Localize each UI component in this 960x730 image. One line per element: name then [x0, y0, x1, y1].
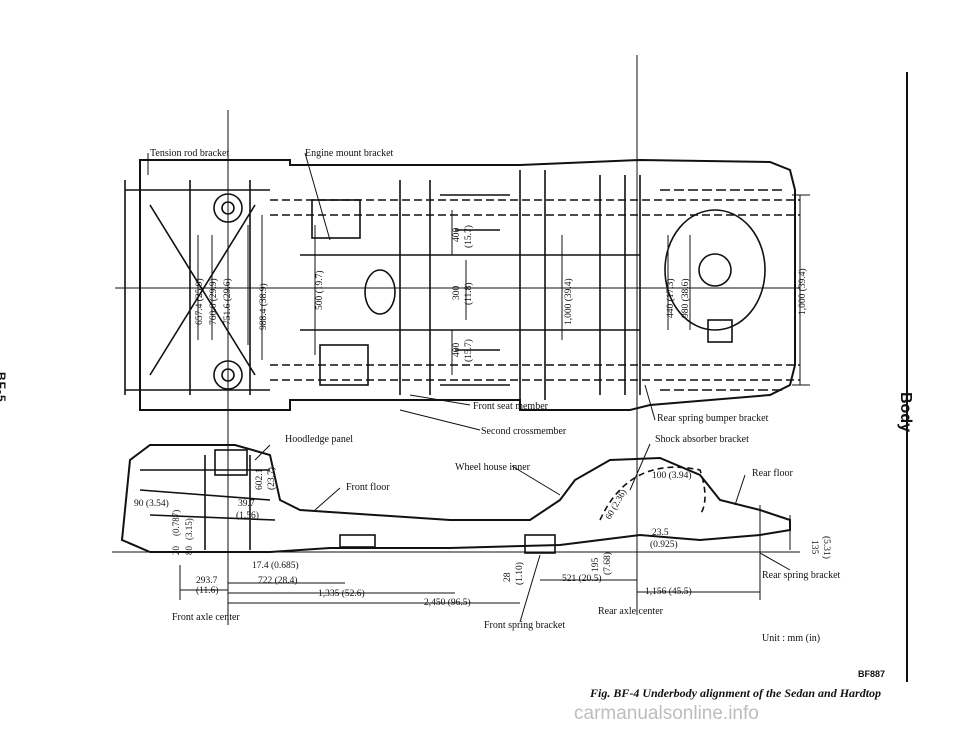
- label-tension-rod-bracket: Tension rod bracket: [150, 148, 229, 159]
- dim-17-4: 17.4 (0.685): [252, 560, 299, 571]
- top-rear-plate: [707, 319, 733, 343]
- dim-400b: 400: [452, 343, 462, 358]
- side-body-outline: [120, 444, 791, 553]
- side-leaders: [254, 443, 791, 623]
- dim-39-7-in: (1.56): [236, 510, 259, 521]
- dim-602-in: (23.7): [266, 467, 277, 490]
- side-front-floor-block: [339, 534, 376, 548]
- dim-23-5: 23.5: [652, 528, 669, 538]
- label-hoodledge-panel: Hoodledge panel: [285, 434, 353, 445]
- top-spare-hub: [698, 253, 732, 287]
- side-dim-lines: [179, 505, 791, 604]
- label-front-seat-member: Front seat member: [473, 401, 549, 412]
- dim-293: 293.7: [196, 576, 218, 586]
- label-rear-spring-bracket: Rear spring bracket: [762, 570, 841, 581]
- dim-1156: 1,156 (45.5): [645, 586, 692, 597]
- dim-722: 722 (28.4): [258, 575, 298, 586]
- figure-code: BF887: [858, 669, 886, 679]
- top-dim-lines: [197, 194, 810, 386]
- dim-400b-in: (15.7): [463, 339, 474, 362]
- dim-400a: 400: [452, 228, 462, 243]
- side-rear-block: [524, 534, 556, 554]
- dim-988: 988.4 (38.9): [258, 283, 269, 330]
- top-spare-well: [664, 209, 766, 331]
- dim-90: 90 (3.54): [134, 498, 169, 509]
- top-seat-bars: [440, 194, 510, 386]
- top-tunnel-oval: [364, 269, 396, 315]
- dim-28: 28: [503, 572, 513, 582]
- dim-657: 657.4 (25.9): [194, 278, 205, 325]
- label-second-crossmember: Second crossmember: [481, 426, 567, 437]
- dim-751: 751.6 (29.6): [222, 278, 233, 325]
- dim-980: 980 (38.6): [680, 278, 691, 318]
- dim-20-in: (0.787): [171, 510, 181, 536]
- dim-39-7: 39.7: [238, 499, 255, 509]
- watermark: carmanualsonline.info: [574, 703, 759, 724]
- figure-caption: Fig. BF-4 Underbody alignment of the Sed…: [590, 686, 882, 700]
- top-rear-frame: [660, 189, 785, 391]
- dim-80: 80: [184, 546, 194, 556]
- dim-80-in: (3.15): [184, 518, 194, 540]
- units-note: Unit : mm (in): [762, 633, 821, 644]
- side-wheel-arch: [599, 466, 706, 521]
- side-view: [112, 443, 800, 623]
- dim-195: 195: [591, 558, 601, 573]
- label-rear-floor: Rear floor: [752, 468, 793, 479]
- dim-20: 20: [171, 546, 181, 556]
- top-front-plate: [311, 199, 361, 239]
- side-hoodledge-block: [214, 449, 248, 476]
- top-front-plate-2: [319, 344, 369, 386]
- dim-293-in: (11.6): [196, 585, 219, 596]
- label-shock-absorber-bracket: Shock absorber bracket: [655, 434, 749, 445]
- top-leaders: [147, 152, 656, 431]
- label-engine-mount-bracket: Engine mount bracket: [305, 148, 394, 159]
- dim-1000-center: 1,000 (39.4): [563, 278, 574, 325]
- margin-rule: [906, 72, 908, 682]
- dim-23-5-in: (0.925): [650, 539, 678, 550]
- dim-1000-rear: 1,000 (39.4): [797, 268, 808, 315]
- side-front-details: [139, 455, 276, 550]
- dim-400a-in: (15.7): [463, 225, 474, 248]
- dim-602: 602.1: [255, 468, 265, 490]
- dim-440: 440 (17.3): [665, 278, 676, 318]
- dim-2450: 2,450 (96.5): [424, 597, 471, 608]
- label-rear-spring-bumper-bracket: Rear spring bumper bracket: [657, 413, 769, 424]
- dim-60: 60 (2.36): [603, 487, 628, 521]
- dim-135: 135: [809, 540, 819, 555]
- top-side-members: [270, 199, 800, 381]
- label-front-spring-bracket: Front spring bracket: [484, 620, 565, 631]
- dim-1335: 1,335 (52.6): [318, 588, 365, 599]
- top-rear-crossmembers: [599, 175, 641, 395]
- dim-521: 521 (20.5): [562, 573, 602, 584]
- top-body-outline: [139, 158, 796, 411]
- top-view: [115, 55, 810, 625]
- dim-100: 100 (3.94): [652, 470, 692, 481]
- dim-28-in: (1.10): [514, 562, 525, 585]
- label-front-axle-center: Front axle center: [172, 612, 240, 623]
- dim-760: 760.6 (29.9): [208, 278, 219, 325]
- label-front-floor: Front floor: [346, 482, 390, 493]
- dim-195-in: (7.68): [602, 552, 613, 575]
- label-rear-axle-center: Rear axle center: [598, 606, 664, 617]
- dim-500: 500 (19.7): [314, 270, 325, 310]
- dim-300-in: (11.8): [463, 282, 474, 305]
- dim-135-in: (5.31): [821, 536, 832, 559]
- label-wheel-house-inner: Wheel house inner: [455, 462, 531, 473]
- dim-300: 300: [452, 286, 462, 301]
